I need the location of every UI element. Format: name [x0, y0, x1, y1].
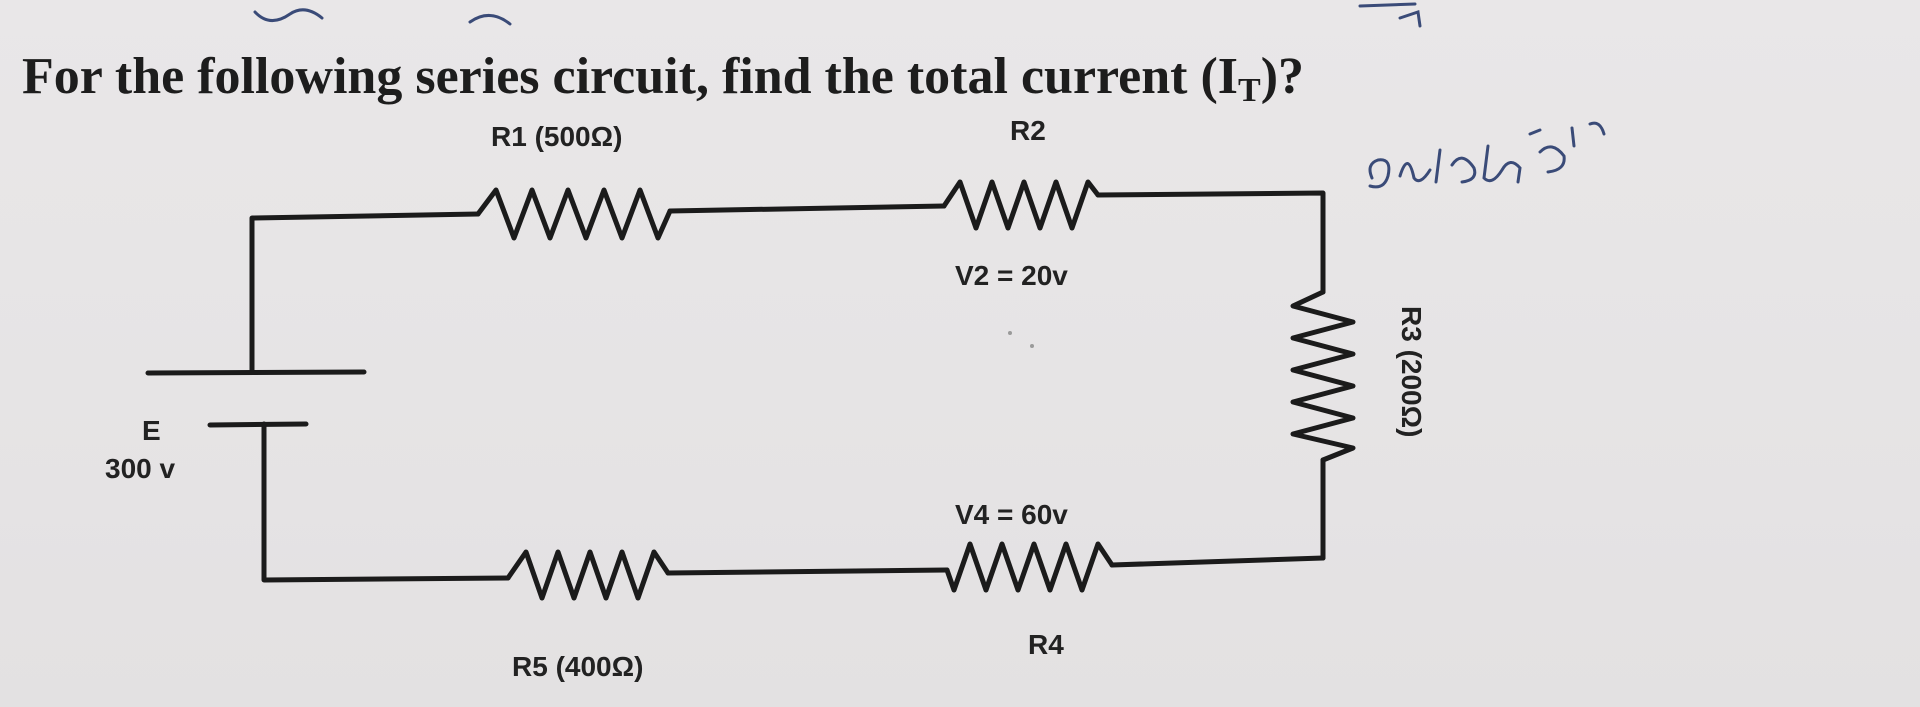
wire-top-middle: [667, 203, 947, 214]
label-r1: R1 (500Ω): [491, 121, 622, 152]
resistor-r5: [505, 549, 671, 601]
resistor-r3: [1290, 289, 1356, 463]
wire-top-left: [249, 211, 481, 373]
wire-bottom-right: [1109, 555, 1326, 568]
handwriting-scribble-top: [253, 2, 1422, 28]
wire-top-right: [1095, 190, 1326, 295]
label-v2: V2 = 20v: [955, 260, 1068, 291]
label-r5: R5 (400Ω): [512, 651, 643, 682]
handwriting-annotation: [1368, 121, 1606, 189]
resistor-r1: [475, 187, 673, 241]
label-source-voltage: 300 v: [105, 453, 175, 484]
question-subscript: T: [1238, 72, 1261, 109]
wire-bottom-left: [261, 421, 511, 583]
label-v4: V4 = 60v: [955, 499, 1068, 530]
question-text: For the following series circuit, find t…: [22, 48, 1304, 109]
wire-bottom-middle: [665, 567, 950, 576]
pencil-dot: [1030, 344, 1034, 348]
battery-short-plate: [207, 421, 309, 428]
question-main: For the following series circuit, find t…: [22, 48, 1238, 105]
question-end: )?: [1261, 48, 1304, 105]
label-r2: R2: [1010, 115, 1046, 146]
pencil-dot: [1008, 331, 1012, 335]
resistor-r4: [944, 541, 1115, 593]
label-r4: R4: [1028, 629, 1064, 660]
resistor-r2: [941, 179, 1101, 231]
label-source-e: E: [142, 415, 161, 446]
battery-long-plate: [145, 369, 367, 376]
label-r3: R3 (200Ω): [1396, 306, 1427, 437]
